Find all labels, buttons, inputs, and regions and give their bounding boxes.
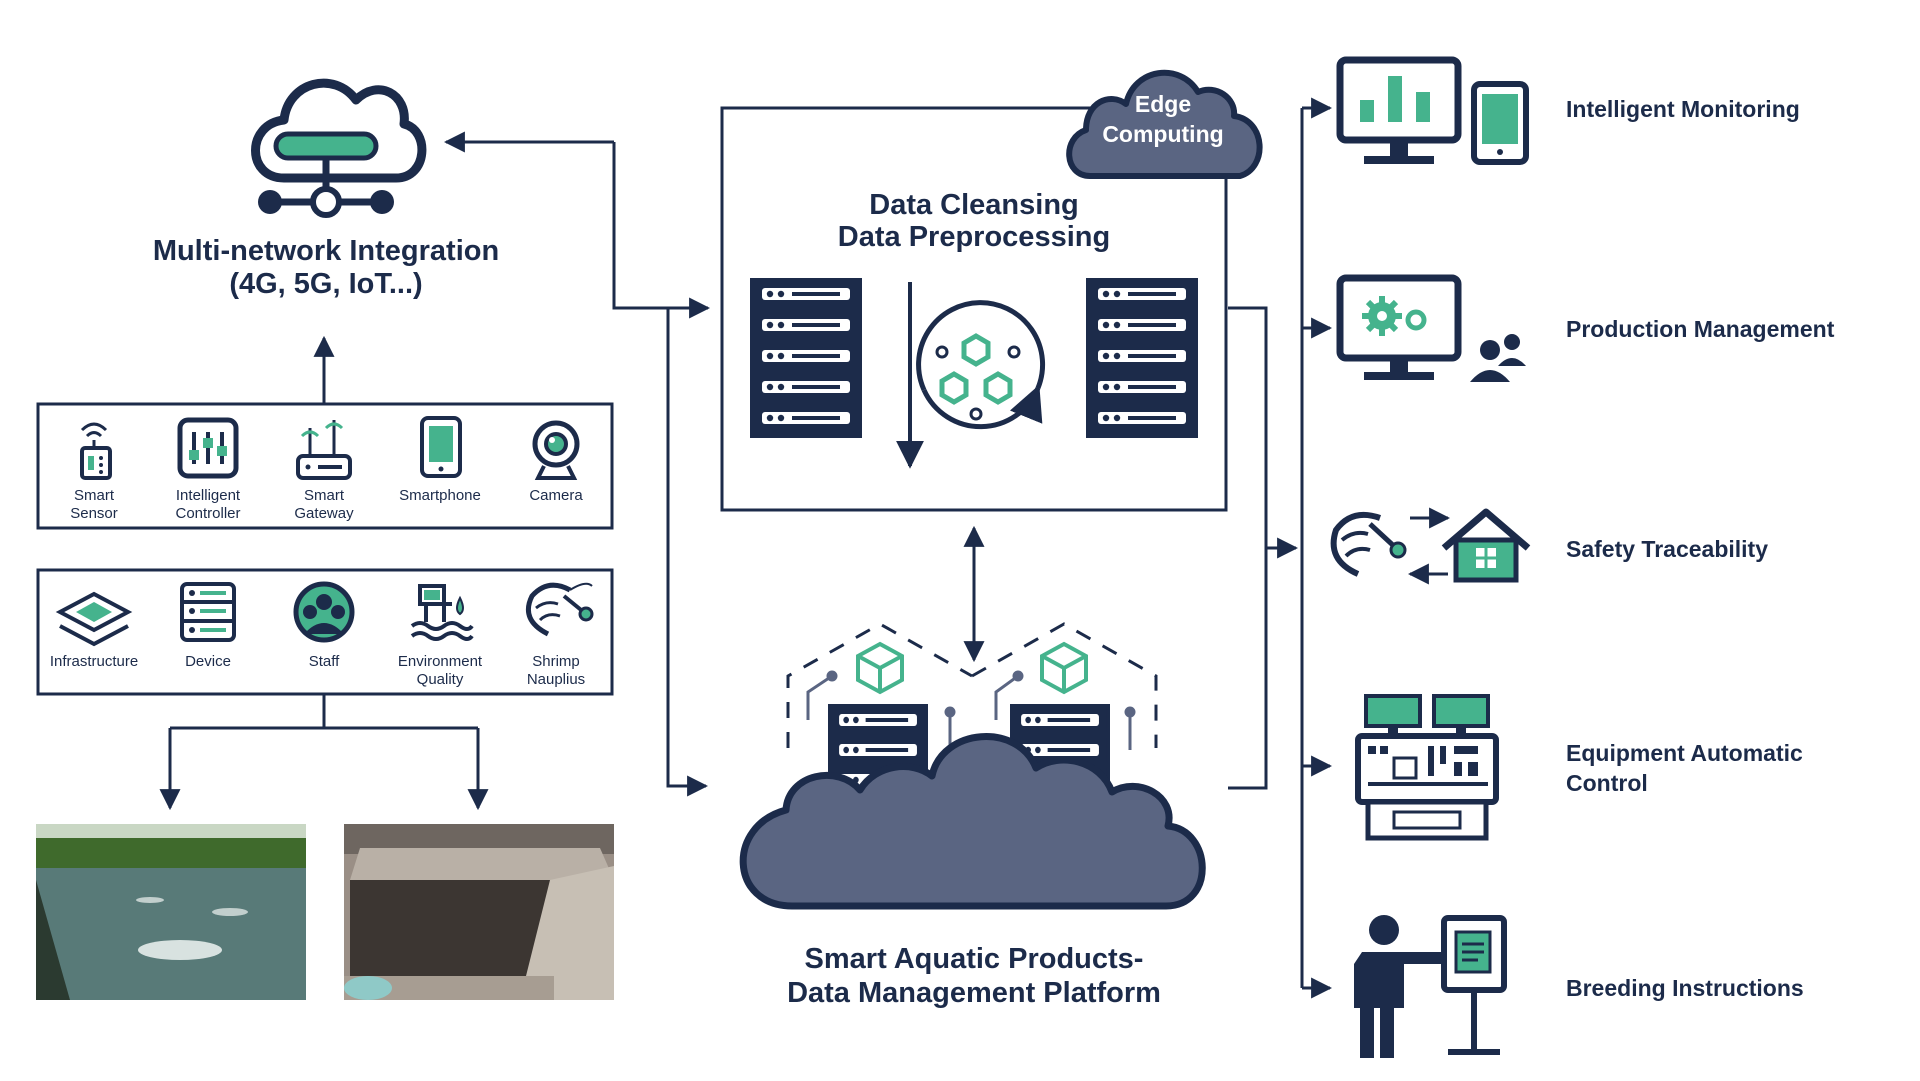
cube-icon-left xyxy=(856,641,904,695)
output-label-3: Safety Traceability xyxy=(1566,536,1768,562)
processing-title-1: Data Cleansing xyxy=(869,189,1079,221)
output-label-1: Intelligent Monitoring xyxy=(1566,96,1800,122)
device-label-3b: Gateway xyxy=(294,505,354,522)
platform-title-2: Data Management Platform xyxy=(787,977,1161,1009)
shrimp-icon xyxy=(526,582,594,637)
device-label-5: Camera xyxy=(529,487,583,504)
monitor-tablet-icon xyxy=(1336,56,1529,165)
resources-panel: Infrastructure Device Staff Environment … xyxy=(36,568,614,696)
tank-photo xyxy=(344,824,614,1000)
output-production: Production Management xyxy=(1336,274,1835,382)
output-label-2: Production Management xyxy=(1566,316,1835,342)
resource-label-1: Infrastructure xyxy=(50,653,138,670)
device-label-4: Smartphone xyxy=(399,487,481,504)
resource-label-4: Environment xyxy=(398,653,483,670)
staff-icon xyxy=(293,581,355,643)
network-title: Multi-network Integration xyxy=(153,235,499,267)
control-panel-icon xyxy=(1355,694,1499,841)
output-label-4: Equipment Automatic xyxy=(1566,740,1803,766)
device-label-2b: Controller xyxy=(175,505,240,522)
output-traceability: Safety Traceability xyxy=(1330,507,1768,585)
output-label-4b: Control xyxy=(1566,770,1648,796)
platform-node: Smart Aquatic Products- Data Management … xyxy=(739,622,1206,1009)
pond-photo xyxy=(36,824,306,1000)
processing-title-2: Data Preprocessing xyxy=(838,221,1110,253)
smartphone-icon xyxy=(420,416,462,478)
smart-gateway-icon xyxy=(296,420,352,480)
output-equipment: Equipment Automatic Control xyxy=(1355,694,1803,841)
server-rack-left-icon xyxy=(750,278,862,438)
network-node: Multi-network Integration (4G, 5G, IoT..… xyxy=(153,78,499,300)
device-label-1b: Sensor xyxy=(70,505,118,522)
layers-icon xyxy=(55,591,133,647)
intelligent-controller-icon xyxy=(177,417,239,479)
output-label-5: Breeding Instructions xyxy=(1566,975,1804,1001)
edge-computing-cloud: Edge Computing xyxy=(1066,69,1263,179)
traceability-icon xyxy=(1330,507,1531,585)
device-label-3: Smart xyxy=(304,487,345,504)
processing-panel: Data Cleansing Data Preprocessing xyxy=(720,106,1228,512)
edge-label-1: Edge xyxy=(1135,91,1191,117)
resource-label-3: Staff xyxy=(309,653,340,670)
platform-title-1: Smart Aquatic Products- xyxy=(805,943,1144,975)
devices-panel: Smart Sensor Intelligent Controller Smar… xyxy=(36,402,614,530)
server-rack-right-icon xyxy=(1086,278,1198,438)
platform-cloud xyxy=(739,733,1206,910)
cube-icon-right xyxy=(1040,641,1088,695)
resource-label-2: Device xyxy=(185,653,231,670)
resource-label-5: Shrimp xyxy=(532,653,580,670)
device-label-2: Intelligent xyxy=(176,487,241,504)
device-label-1: Smart xyxy=(74,487,115,504)
smart-sensor-icon xyxy=(80,422,112,480)
instructor-icon xyxy=(1354,915,1507,1058)
network-subtitle: (4G, 5G, IoT...) xyxy=(229,268,422,300)
resource-label-5b: Nauplius xyxy=(527,671,585,688)
edge-label-2: Computing xyxy=(1102,121,1223,147)
output-monitoring: Intelligent Monitoring xyxy=(1336,56,1800,165)
cloud-network-icon xyxy=(251,78,427,218)
camera-icon xyxy=(532,420,580,480)
server-stack-icon xyxy=(180,582,236,642)
output-breeding: Breeding Instructions xyxy=(1354,915,1804,1058)
environment-quality-icon xyxy=(410,584,474,641)
management-icon xyxy=(1336,274,1526,382)
resource-label-4b: Quality xyxy=(417,671,464,688)
connectors xyxy=(159,97,1333,999)
process-cycle-icon xyxy=(896,282,1046,469)
